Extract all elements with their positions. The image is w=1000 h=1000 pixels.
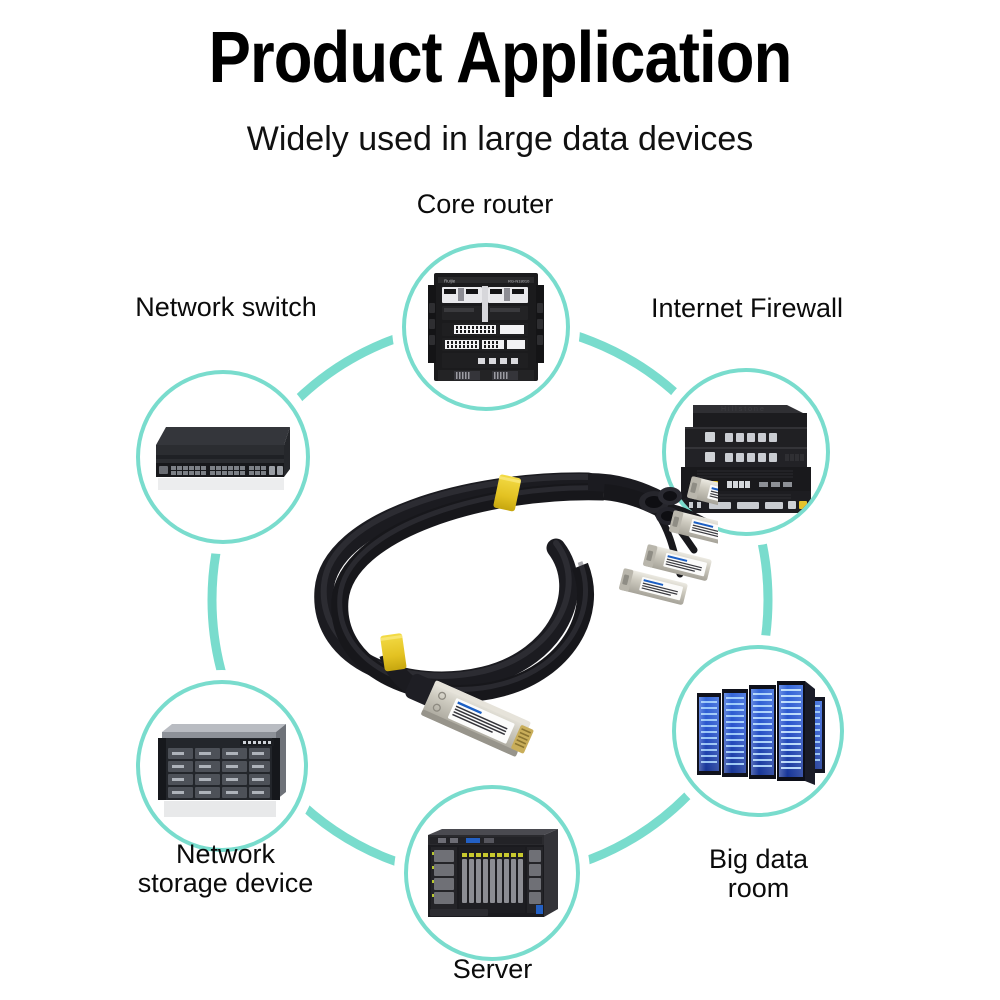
bubble-inner-storage bbox=[140, 684, 304, 848]
velcro-strap-upper bbox=[493, 474, 522, 512]
bubble-inner-switch bbox=[140, 374, 306, 540]
bubble-storage[interactable] bbox=[136, 680, 308, 852]
page-header: Product Application Widely used in large… bbox=[0, 0, 1000, 159]
node-label-switch: Network switch bbox=[135, 292, 317, 322]
node-label-firewall: Internet Firewall bbox=[650, 293, 844, 323]
node-label-bigdata: Big data room bbox=[708, 844, 809, 904]
qsfp-connector bbox=[421, 680, 534, 757]
rack-server-icon bbox=[428, 829, 558, 917]
bubble-server[interactable] bbox=[404, 785, 580, 961]
storage-array-icon bbox=[158, 724, 286, 817]
bubble-inner-server bbox=[408, 789, 576, 957]
node-label-storage: Network storage device bbox=[137, 839, 314, 899]
bubble-firewall[interactable]: Hillstone bbox=[662, 368, 830, 536]
svg-text:Hillstone: Hillstone bbox=[721, 406, 766, 413]
firewall-stack-icon: Hillstone bbox=[681, 405, 811, 513]
page-title: Product Application bbox=[208, 18, 793, 98]
bubble-core-router[interactable]: Ruijie RG-N18010 bbox=[402, 243, 570, 411]
bubble-inner-firewall: Hillstone bbox=[666, 372, 826, 532]
product-image-breakout-cable bbox=[288, 440, 718, 770]
node-label-server: Server bbox=[452, 954, 533, 984]
node-label-core-router: Core router bbox=[416, 189, 554, 219]
bubble-bigdata[interactable] bbox=[672, 645, 844, 817]
rack-switch-icon bbox=[156, 427, 290, 490]
svg-text:RG-N18010: RG-N18010 bbox=[508, 279, 530, 284]
velcro-strap-lower bbox=[380, 633, 407, 672]
bubble-inner-bigdata bbox=[676, 649, 840, 813]
qsfp-breakout-cable-illustration bbox=[314, 472, 718, 757]
server-racks-icon bbox=[697, 681, 825, 785]
page-subtitle: Widely used in large data devices bbox=[246, 120, 754, 158]
chassis-router-icon: Ruijie RG-N18010 bbox=[428, 273, 544, 381]
bubble-inner-core-router: Ruijie RG-N18010 bbox=[406, 247, 566, 407]
bubble-switch[interactable] bbox=[136, 370, 310, 544]
svg-text:Ruijie: Ruijie bbox=[444, 279, 456, 284]
